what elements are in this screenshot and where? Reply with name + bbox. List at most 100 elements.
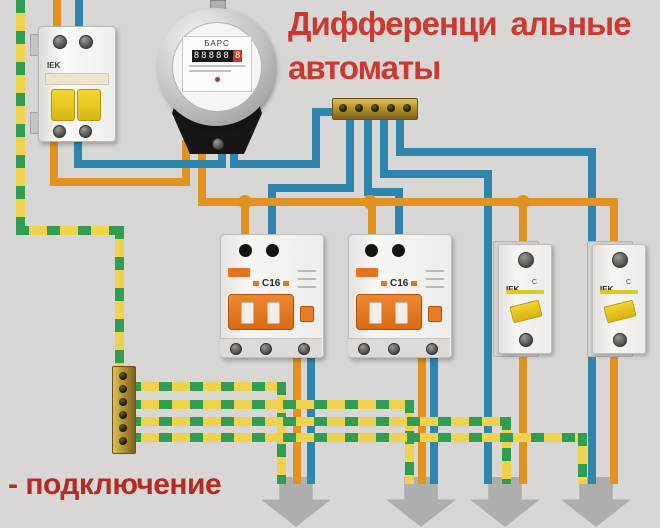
title-part2: альные (510, 5, 631, 42)
neutral-busbar (332, 98, 418, 120)
busbar-screw (387, 104, 395, 112)
breaker-body: IEK C (592, 244, 646, 354)
meter-red-digit: 8 (232, 50, 243, 62)
breaker-lever[interactable] (51, 89, 75, 121)
down-arrow-1 (261, 477, 331, 527)
sp-breaker-2: IEK C (587, 241, 646, 357)
neutral-busbar-to-dif2-wire (364, 116, 372, 196)
terminal-screw (388, 343, 400, 355)
brand-label: IEK (506, 285, 519, 294)
busbar-screw (371, 104, 379, 112)
brand-label: IEK (600, 285, 613, 294)
brand-area: IEK C (600, 279, 638, 297)
main-breaker-2pole: IEK (30, 26, 116, 142)
dif2-phase-out-wire (418, 348, 426, 484)
terminal-screw (613, 333, 627, 347)
ground-feed-wire (16, 0, 25, 234)
terminal-screw (53, 125, 66, 138)
dif-breaker-1: C16 (220, 234, 324, 358)
bottom-terminals (348, 338, 450, 357)
phase-drop-dif1-wire (241, 206, 249, 252)
neutral-busbar-to-dif1-wire (346, 116, 354, 192)
rating-label: C (532, 279, 538, 286)
breaker-lever[interactable] (509, 299, 543, 324)
connection-caption: - подключение (8, 468, 222, 501)
input-terminal (392, 244, 405, 257)
neutral-meter-to-busbar-wire (312, 108, 320, 168)
brand-area: IEK C (506, 279, 544, 297)
busbar-screw (119, 424, 127, 432)
label-stripe (45, 73, 109, 85)
rating-label: C16 (378, 278, 420, 289)
input-terminal (365, 244, 378, 257)
busbar-screw (339, 104, 347, 112)
neutral-meter-to-busbar-wire (230, 146, 238, 168)
lever-slot (241, 302, 254, 324)
phase-junction-dot-2 (363, 195, 377, 209)
neutral-breaker-to-meter-wire (74, 160, 226, 168)
ground-busbar (112, 366, 136, 454)
phase-bus-wire (198, 198, 618, 206)
nameplate-line (189, 70, 231, 72)
ground-bus-to-arrow3-wire (128, 417, 511, 426)
neutral-busbar-to-arrow3-wire (380, 116, 388, 178)
test-button[interactable] (428, 306, 442, 322)
terminal-screw (53, 35, 67, 49)
brand-chip (356, 268, 378, 277)
rating-text: C16 (390, 278, 409, 289)
neutral-busbar-to-arrow4-wire (396, 116, 404, 156)
breaker-lever[interactable] (356, 294, 422, 330)
busbar-screw (119, 385, 127, 393)
neutral-meter-to-busbar-wire (230, 160, 320, 168)
terminal-screw (358, 343, 370, 355)
ground-bus-to-arrow3-wire (502, 417, 511, 484)
input-terminal (239, 244, 252, 257)
terminal-screw (519, 333, 533, 347)
phase-breaker-to-meter-wire (50, 178, 190, 186)
down-arrow-4 (561, 477, 631, 527)
test-button[interactable] (300, 306, 314, 322)
input-terminal (266, 244, 279, 257)
terminal-screw (79, 35, 93, 49)
terminal-screw (298, 343, 310, 355)
spec-line (426, 270, 444, 272)
ground-bus-to-arrow4-wire (128, 433, 587, 442)
breaker-lever[interactable] (603, 299, 637, 324)
breaker-lever[interactable] (77, 89, 101, 121)
busbar-screw (355, 104, 363, 112)
tick (381, 280, 387, 286)
ground-bus-to-arrow4-wire (578, 433, 587, 484)
breaker-lever[interactable] (228, 294, 294, 330)
neutral-meter-to-busbar-wire (312, 108, 340, 116)
title-part1: Дифференци (288, 5, 497, 42)
bottom-terminals (220, 338, 322, 357)
terminal-screw (518, 252, 534, 268)
rating-label: C (626, 279, 632, 286)
sp1-phase-out-wire (519, 342, 527, 484)
meter-digits: 88888 (191, 50, 233, 62)
ground-bus-to-arrow2-wire (128, 400, 414, 409)
label-band (600, 290, 638, 294)
tick (253, 280, 259, 286)
neutral-busbar-to-arrow3-wire (484, 170, 492, 484)
neutral-breaker-to-meter-wire (74, 136, 82, 168)
phase-drop-dif2-wire (368, 206, 376, 252)
terminal-screw (426, 343, 438, 355)
busbar-screw (119, 398, 127, 406)
ground-feed-wire (16, 226, 124, 235)
rating-text: C16 (262, 278, 281, 289)
busbar-screw (119, 411, 127, 419)
neutral-busbar-to-dif1-wire (268, 184, 276, 250)
brand-chip (228, 268, 250, 277)
neutral-busbar-to-dif1-wire (268, 184, 354, 192)
down-arrow-2 (386, 477, 456, 527)
busbar-screw (403, 104, 411, 112)
phase-junction-dot-3 (516, 195, 530, 209)
spec-line (298, 270, 316, 272)
busbar-screw (119, 372, 127, 380)
terminal-screw (612, 252, 628, 268)
phase-breaker-to-meter-wire (50, 136, 58, 186)
